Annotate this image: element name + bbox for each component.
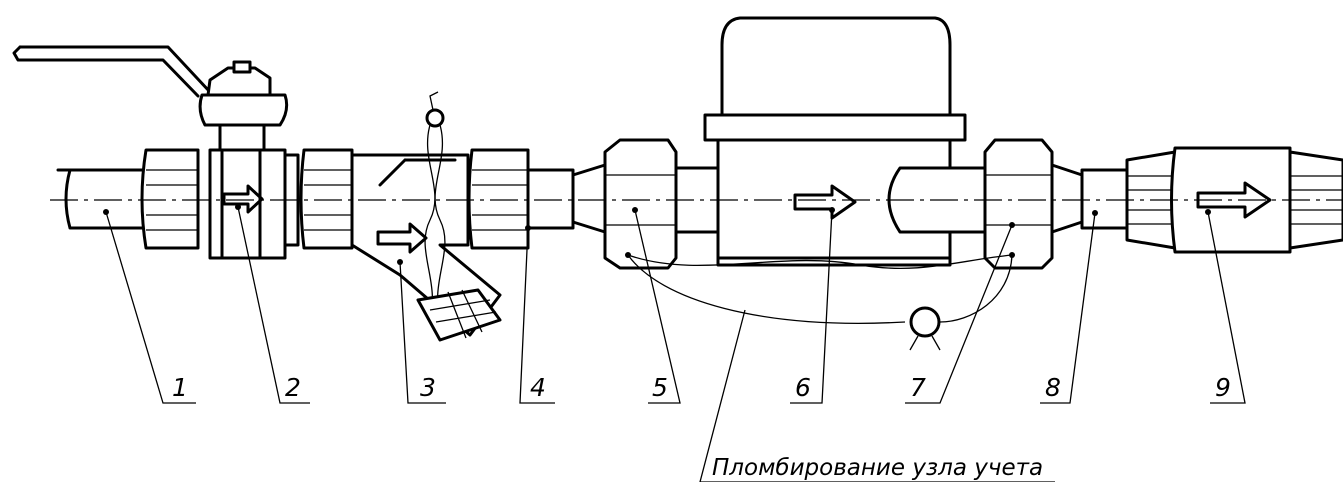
callout-8: 8 — [1045, 373, 1061, 402]
union-connector-right — [887, 138, 1084, 270]
callout-4: 4 — [530, 373, 546, 402]
callout-3: 3 — [420, 373, 436, 402]
callout-5: 5 — [652, 373, 668, 402]
callout-1: 1 — [172, 373, 188, 402]
callout-6: 6 — [795, 373, 811, 402]
leader-lines — [105, 206, 1246, 482]
strainer-filter — [299, 91, 530, 342]
water-meter — [703, 16, 967, 267]
leader-dots — [103, 204, 1211, 265]
straight-pipe — [526, 168, 575, 230]
callout-2: 2 — [285, 373, 301, 402]
callout-7: 7 — [910, 373, 926, 402]
seal-caption: Пломбирование узла учета — [712, 455, 1043, 481]
straight-pipe-outlet — [1080, 168, 1129, 230]
ball-valve — [12, 45, 300, 260]
callout-9: 9 — [1215, 373, 1231, 402]
seal-wire — [627, 254, 1013, 351]
pipe-inlet — [56, 168, 152, 230]
